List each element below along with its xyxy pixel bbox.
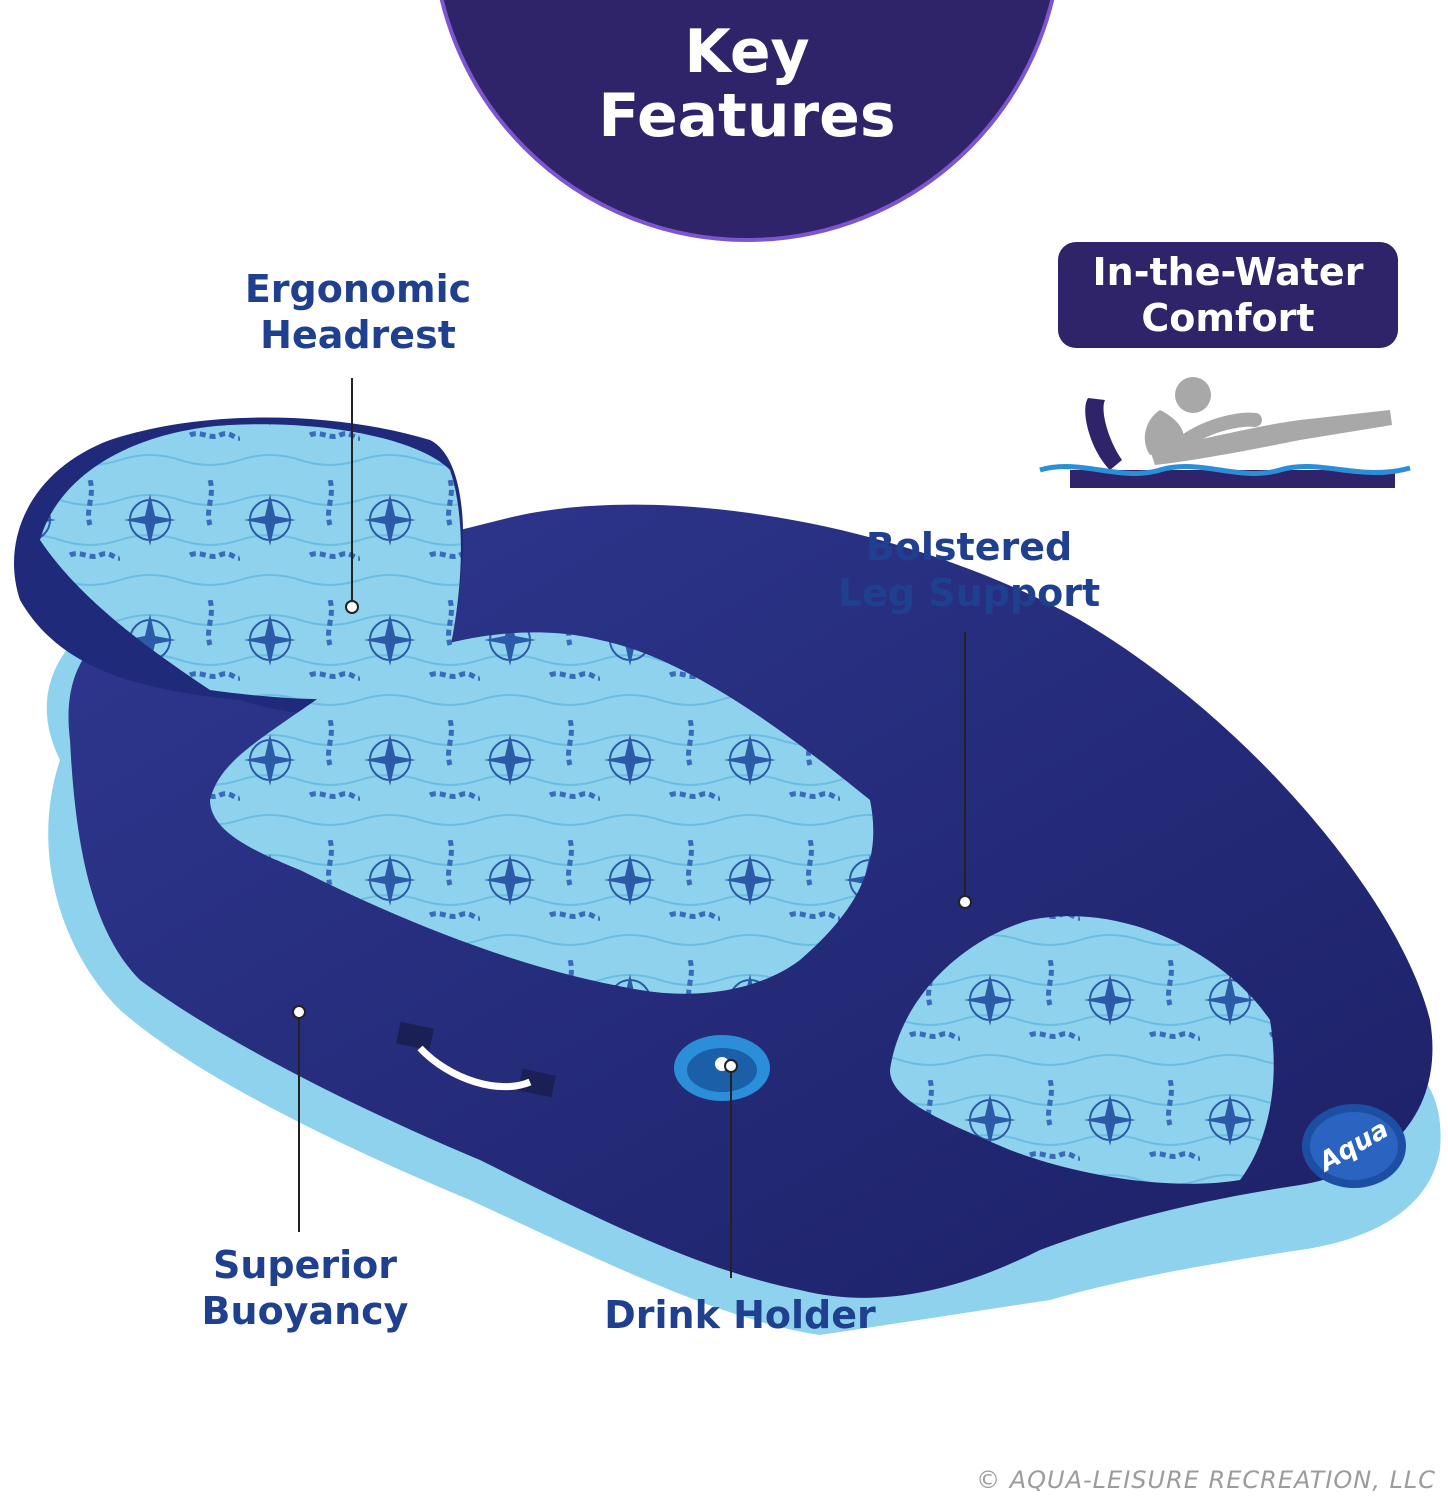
- callout-headrest-line1: Ergonomic: [244, 267, 472, 311]
- header-title: Key Features: [431, 20, 1063, 148]
- rope-handle: [396, 1021, 556, 1098]
- callout-leg-support-line1: Bolstered: [865, 525, 1073, 569]
- aqua-logo: [1302, 1104, 1406, 1188]
- callout-drink-holder: Drink Holder: [590, 1292, 890, 1338]
- callout-drink-holder-line1: Drink Holder: [604, 1293, 876, 1337]
- callout-buoyancy-line2: Buoyancy: [201, 1289, 409, 1333]
- leg-mesh: [890, 916, 1274, 1184]
- comfort-badge-line1: In-the-Water: [1092, 250, 1364, 294]
- callout-leg-support-line2: Leg Support: [837, 571, 1101, 615]
- callout-headrest-line2: Headrest: [260, 313, 456, 357]
- headrest-pillow: [14, 417, 464, 715]
- callout-buoyancy: Superior Buoyancy: [170, 1242, 440, 1334]
- header-title-line1: Key: [684, 17, 810, 87]
- comfort-badge-line2: Comfort: [1141, 296, 1315, 340]
- drink-holder: [674, 1035, 770, 1101]
- callout-headrest: Ergonomic Headrest: [218, 266, 498, 358]
- person-reclining-icon: [1085, 377, 1392, 470]
- comfort-badge: In-the-Water Comfort: [1058, 242, 1398, 348]
- callout-dots: [292, 600, 972, 1073]
- header-title-line2: Features: [598, 81, 896, 151]
- callout-buoyancy-line1: Superior: [212, 1243, 397, 1287]
- water-wave-icon: [1039, 464, 1411, 476]
- callout-leg-support: Bolstered Leg Support: [800, 524, 1138, 616]
- callout-lines: [298, 378, 966, 1278]
- copyright-notice: © AQUA-LEISURE RECREATION, LLC: [976, 1466, 1436, 1494]
- seat-mesh: [210, 632, 874, 994]
